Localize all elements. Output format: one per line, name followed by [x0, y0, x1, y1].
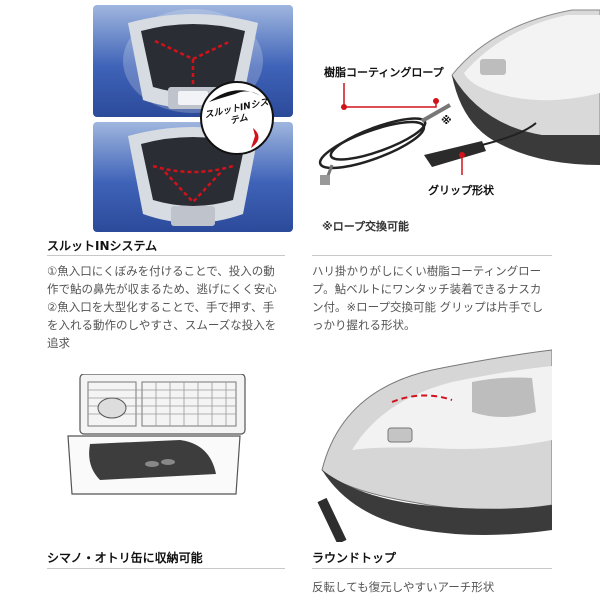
rope-note: ※ロープ交換可能 [322, 220, 410, 233]
round-top-description: 反転しても復元しやすいアーチ形状 [312, 580, 495, 594]
rope-diagram [312, 5, 600, 215]
round-top-illustration [312, 330, 553, 545]
slit-in-description: ①魚入口にくぼみを付けることで、投入の動作で鮎の鼻先が収まるため、逃げにくく安心… [47, 264, 277, 350]
rope-divider [312, 255, 552, 256]
rope-description: ハリ掛かりがしにくい樹脂コーティングロープ。鮎ベルトにワンタッチ装着できるナスカ… [312, 264, 544, 332]
slit-in-heading: スルットINシステム [47, 239, 158, 253]
storage-illustration [60, 373, 250, 498]
storage-heading: シマノ・オトリ缶に収納可能 [47, 551, 203, 565]
storage-divider [47, 568, 285, 569]
slit-in-system-badge: スルットINシステム [195, 78, 280, 156]
rope-mark: ※ [441, 114, 452, 127]
slit-in-photo-bottom [93, 122, 293, 232]
rope-label: 樹脂コーティングロープ [324, 66, 444, 79]
round-top-heading: ラウンドトップ [312, 551, 397, 565]
round-top-divider [312, 568, 552, 569]
grip-label: グリップ形状 [428, 184, 494, 197]
slit-in-divider [47, 255, 285, 256]
